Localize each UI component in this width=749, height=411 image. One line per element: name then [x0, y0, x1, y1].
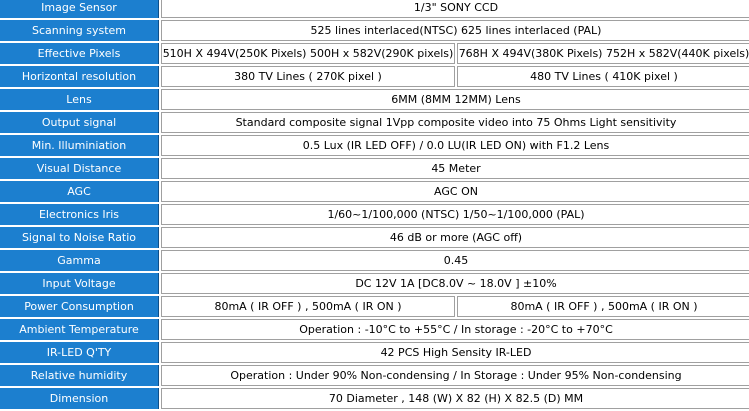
row-label: Visual Distance [0, 158, 159, 179]
row-value: 1/60~1/100,000 (NTSC) 1/50~1/100,000 (PA… [161, 204, 749, 225]
row-value: Operation : -10°C to +55°C / In storage … [161, 319, 749, 340]
row-value: 70 Diameter , 148 (W) X 82 (H) X 82.5 (D… [161, 388, 749, 409]
row-label: Signal to Noise Ratio [0, 227, 159, 248]
row-label: Input Voltage [0, 273, 159, 294]
row-label: Output signal [0, 112, 159, 133]
row-value: 80mA ( IR OFF ) , 500mA ( IR ON ) [161, 296, 455, 317]
row-value: 525 lines interlaced(NTSC) 625 lines int… [161, 20, 749, 41]
row-label: Horizontal resolution [0, 66, 159, 87]
row-label: Electronics Iris [0, 204, 159, 225]
row-value: DC 12V 1A [DC8.0V ~ 18.0V ] ±10% [161, 273, 749, 294]
row-value: 0.5 Lux (IR LED OFF) / 0.0 LU(IR LED ON)… [161, 135, 749, 156]
row-value: Standard composite signal 1Vpp composite… [161, 112, 749, 133]
row-value: 45 Meter [161, 158, 749, 179]
row-value: 46 dB or more (AGC off) [161, 227, 749, 248]
row-label: Gamma [0, 250, 159, 271]
row-label: Image Sensor [0, 0, 159, 18]
row-label: Ambient Temperature [0, 319, 159, 340]
row-value: 6MM (8MM 12MM) Lens [161, 89, 749, 110]
row-value: 510H X 494V(250K Pixels) 500H x 582V(290… [161, 43, 455, 64]
row-label: AGC [0, 181, 159, 202]
row-label: Lens [0, 89, 159, 110]
row-label: Relative humidity [0, 365, 159, 386]
row-label: Effective Pixels [0, 43, 159, 64]
row-value: 0.45 [161, 250, 749, 271]
row-value: Operation : Under 90% Non-condensing / I… [161, 365, 749, 386]
row-value: 380 TV Lines ( 270K pixel ) [161, 66, 455, 87]
row-label: Power Consumption [0, 296, 159, 317]
row-label: IR-LED Q'TY [0, 342, 159, 363]
row-label: Min. Illuminiation [0, 135, 159, 156]
row-label: Scanning system [0, 20, 159, 41]
row-value: 768H X 494V(380K Pixels) 752H x 582V(440… [457, 43, 749, 64]
row-label: Dimension [0, 388, 159, 409]
row-value: AGC ON [161, 181, 749, 202]
row-value: 80mA ( IR OFF ) , 500mA ( IR ON ) [457, 296, 749, 317]
row-value: 42 PCS High Sensity IR-LED [161, 342, 749, 363]
row-value: 1/3" SONY CCD [161, 0, 749, 18]
row-value: 480 TV Lines ( 410K pixel ) [457, 66, 749, 87]
